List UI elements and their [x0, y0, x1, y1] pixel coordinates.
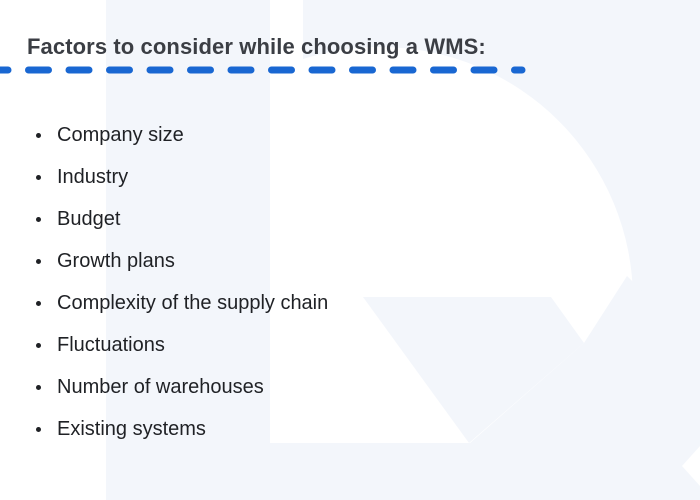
- list-item-label: Industry: [57, 165, 129, 188]
- list-item-label: Budget: [57, 207, 121, 230]
- dashed-divider: [0, 66, 526, 74]
- bullet-icon: [36, 384, 41, 390]
- list-item: Growth plans: [0, 240, 328, 282]
- bullet-icon: [36, 132, 41, 138]
- list-item-label: Complexity of the supply chain: [57, 291, 329, 314]
- bullet-icon: [36, 426, 41, 432]
- bullet-icon: [36, 258, 41, 264]
- bullet-icon: [36, 300, 41, 306]
- list-item: Fluctuations: [0, 324, 328, 366]
- list-item-label: Existing systems: [57, 417, 206, 440]
- watermark-arm-left: [363, 297, 584, 443]
- list-item-label: Company size: [57, 123, 184, 146]
- list-item: Budget: [0, 198, 328, 240]
- watermark-corner-notch: [682, 446, 700, 486]
- list-item: Number of warehouses: [0, 366, 328, 408]
- list-item-label: Number of warehouses: [57, 375, 264, 398]
- list-item: Company size: [0, 114, 328, 156]
- watermark-bottom-strip: [106, 443, 700, 500]
- list-item: Industry: [0, 156, 328, 198]
- list-item-label: Growth plans: [57, 249, 175, 272]
- page-title: Factors to consider while choosing a WMS…: [27, 34, 486, 59]
- list-item: Existing systems: [0, 408, 328, 450]
- list-item-label: Fluctuations: [57, 333, 165, 356]
- watermark-arm-right: [470, 276, 700, 443]
- bullet-icon: [36, 174, 41, 180]
- bullet-icon: [36, 216, 41, 222]
- bullet-icon: [36, 342, 41, 348]
- list-item: Complexity of the supply chain: [0, 282, 328, 324]
- watermark-vertical-band: [106, 0, 270, 443]
